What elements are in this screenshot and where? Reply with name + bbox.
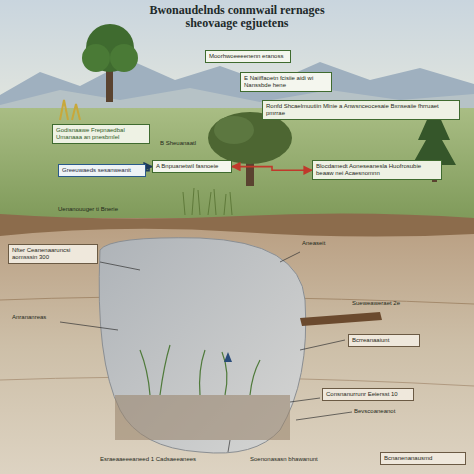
box-text: Consnanurrunr Eeiersst 10 (326, 391, 410, 398)
box-text: Nfter Ceanenaaruncsi aomsssin 300 (12, 247, 94, 261)
text-box: Moorhwoeeeenenn eranoss (205, 50, 291, 63)
note-label: Aneaseit (302, 240, 362, 247)
box-text: Bcnanenanausmd (384, 455, 462, 462)
box-text: Godisnaawe Frepnaedbal Umanaaa an pnesbm… (56, 127, 146, 141)
box-text: Ronfd Shcaelmuutiin Mlnie a Anwsnceocesa… (266, 103, 456, 117)
text-box: Godisnaawe Frepnaedbal Umanaaa an pnesbm… (52, 124, 150, 144)
box-text: Bcrreanaaiunt (352, 337, 416, 344)
diagram-title: Bwonaudelnds conmwail rernages sheovaage… (147, 4, 327, 29)
box-text: Greeuwaeds sesanweanit (62, 167, 142, 174)
note-label: Uenanouuger ti Bnerie (58, 206, 148, 213)
text-box: Blocdamedt Aoneseanesla Huofrosubie beaa… (312, 160, 442, 180)
text-box: Nfter Ceanenaaruncsi aomsssin 300 (8, 244, 98, 264)
note-label: Esraeaaeeeaneed 1 Cadsaeeanees (100, 456, 250, 463)
text-box: Consnanurrunr Eeiersst 10 (322, 388, 414, 401)
flow-arrow (232, 167, 312, 171)
box-text: Moorhwoeeeenenn eranoss (209, 53, 287, 60)
text-box: Ronfd Shcaelmuutiin Mlnie a Anwsnceocesa… (262, 100, 460, 120)
text-box: Bcnanenanausmd (380, 452, 466, 465)
box-text: E Naiiffaoetn fcisiie aidi wi Nanssbde h… (244, 75, 328, 89)
note-label: B Sheuanaatl (160, 140, 220, 147)
note-label: Bevscoaneanot (354, 408, 434, 415)
box-text: A Bnpuanetwil fasnoeie (156, 163, 228, 170)
text-box: Greeuwaeds sesanweanit (58, 164, 146, 177)
text-box: E Naiiffaoetn fcisiie aidi wi Nanssbde h… (240, 72, 332, 92)
note-label: Soenonasasn bhawanunt (250, 456, 370, 463)
box-text: Blocdamedt Aoneseanesla Huofrosubie beaa… (316, 163, 438, 177)
text-box: A Bnpuanetwil fasnoeie (152, 160, 232, 173)
note-label: Sueweaweraet 2e (352, 300, 432, 307)
note-label: Anrananreas (12, 314, 62, 321)
text-box: Bcrreanaaiunt (348, 334, 420, 347)
